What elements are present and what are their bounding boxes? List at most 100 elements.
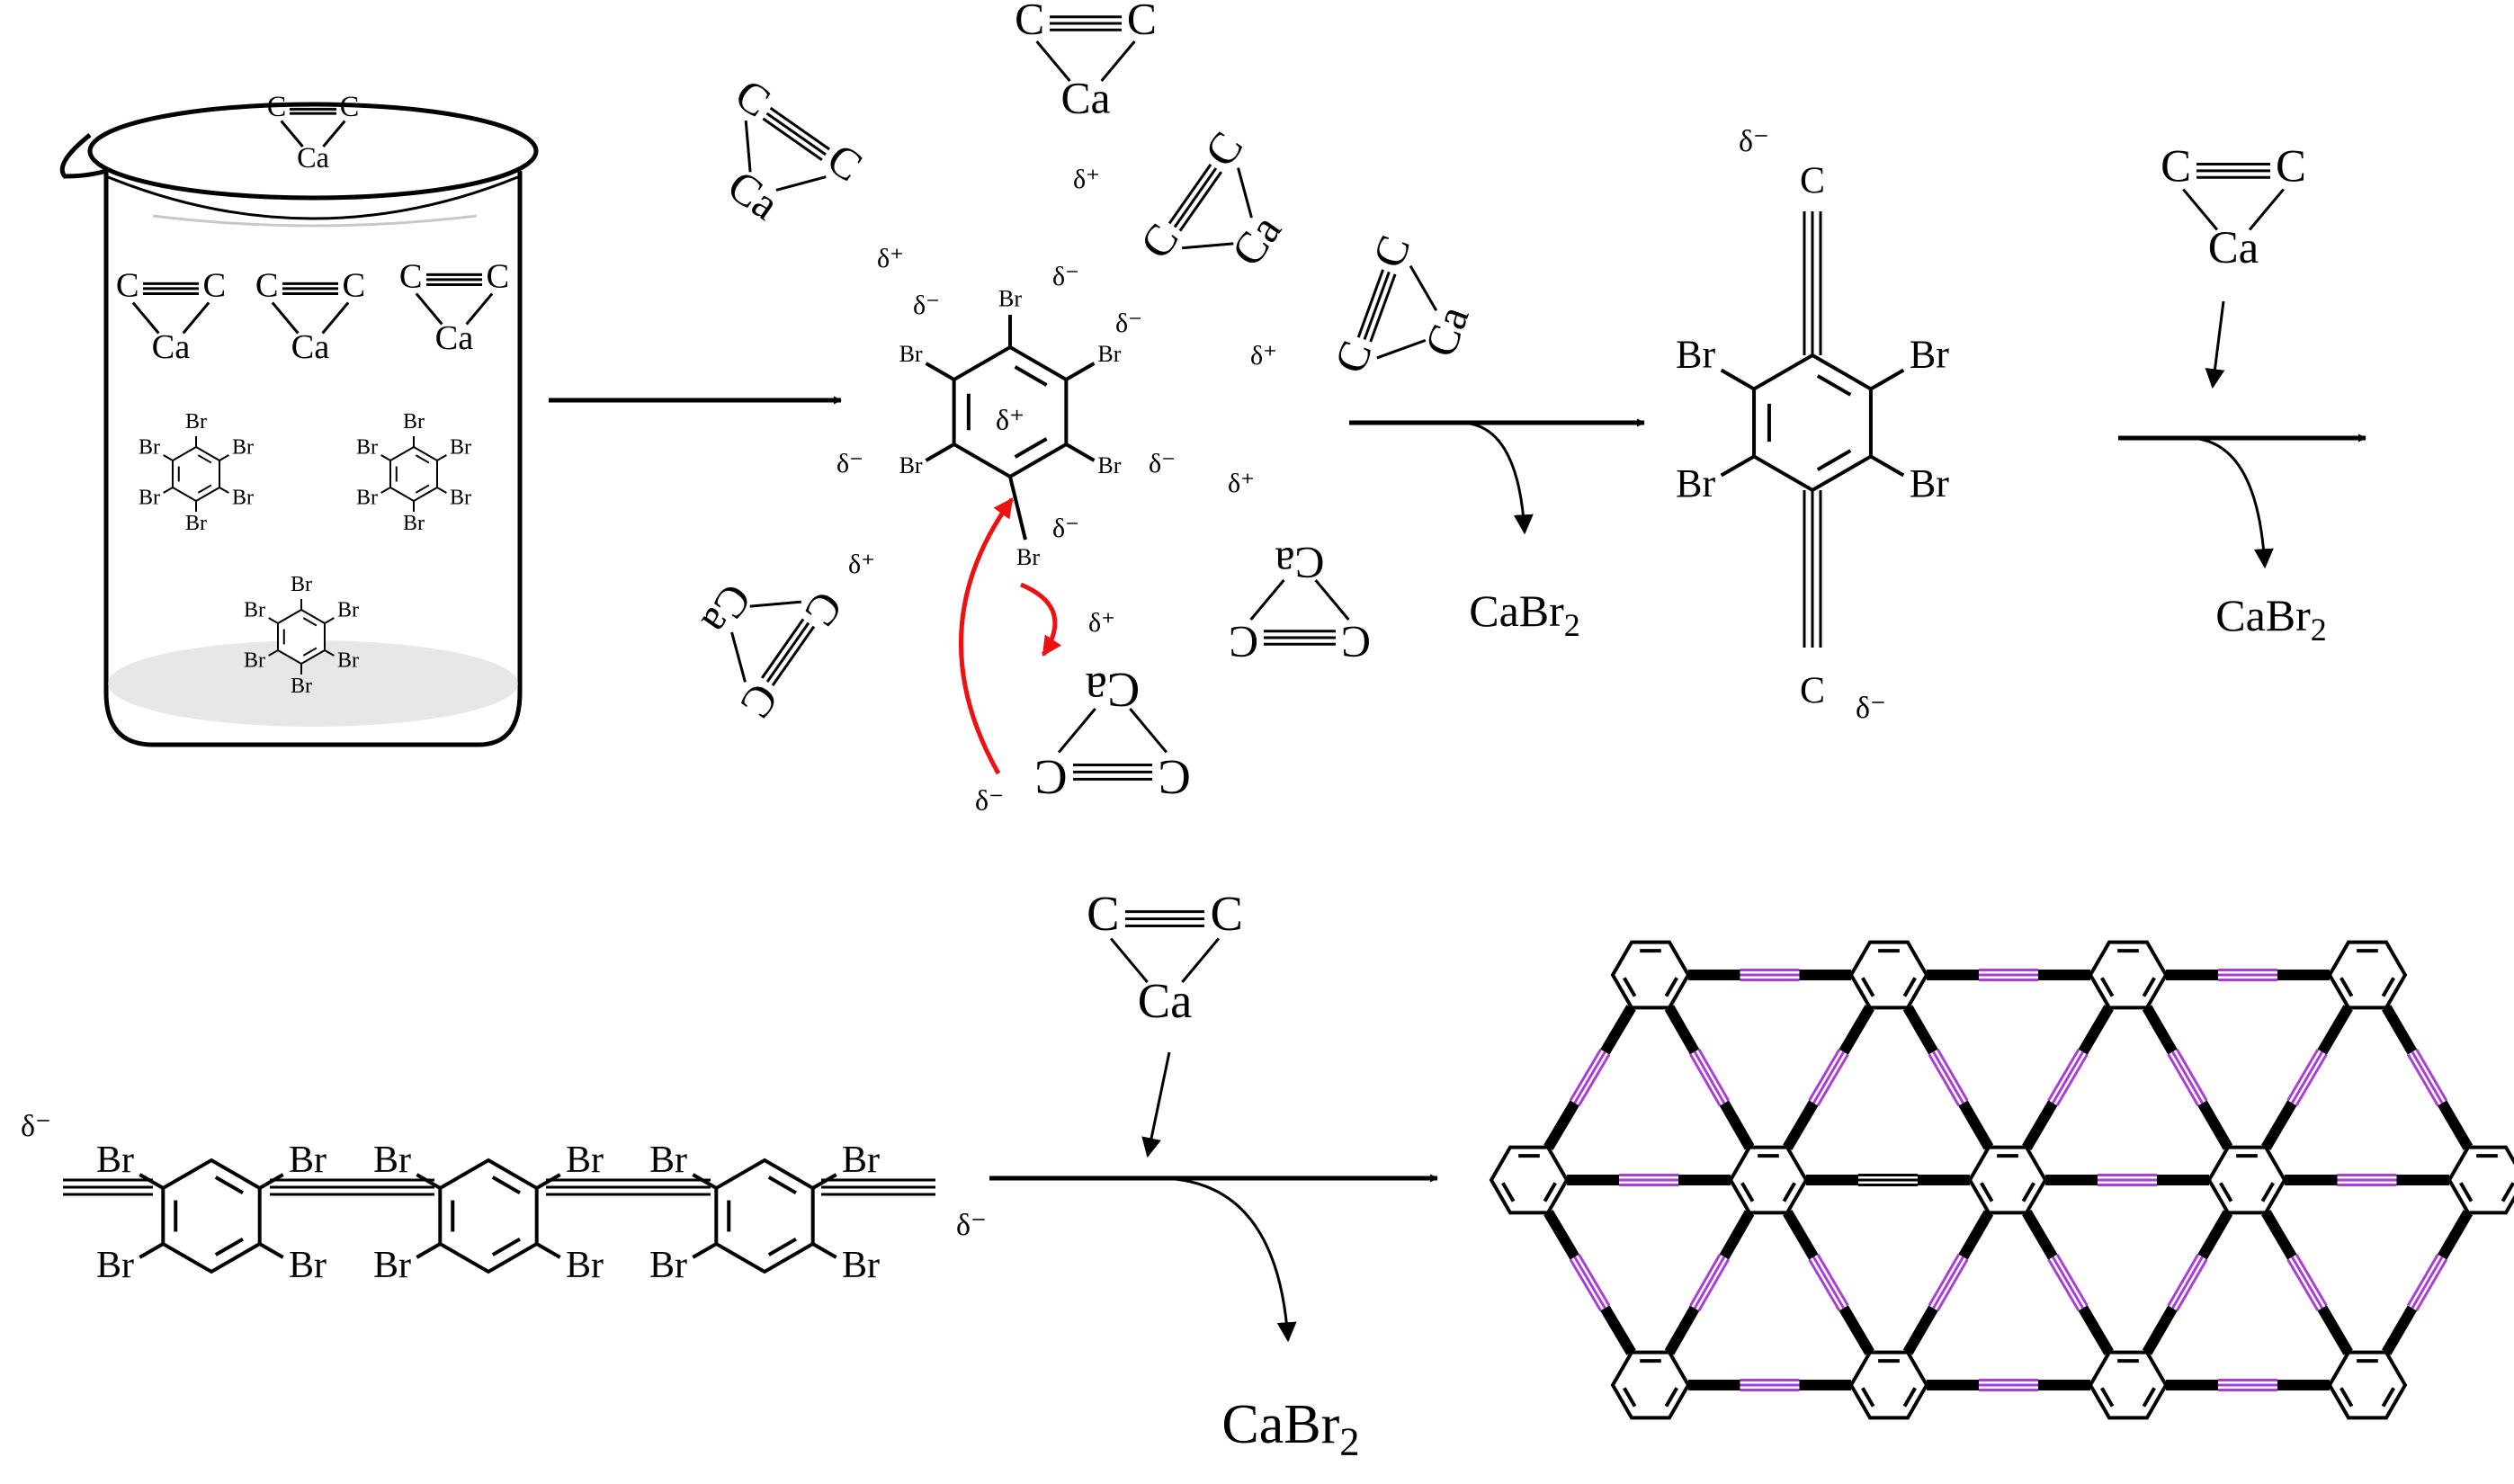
bromine-label: Br: [244, 649, 265, 673]
calcium-label: Ca: [2208, 222, 2259, 273]
network-triple-bond: [2415, 1258, 2448, 1312]
c-br-bond: [925, 443, 955, 462]
bromine-label: Br: [1910, 461, 1949, 505]
carbon-label: C: [1800, 161, 1825, 202]
aromatic-double-bond: [1740, 1182, 1755, 1202]
delta-minus-label: δ⁻: [1052, 514, 1079, 543]
network-single-bond: [2078, 1005, 2114, 1055]
aromatic-double-bond: [1623, 1387, 1637, 1408]
carbide-bond: [775, 175, 827, 192]
aromatic-double-bond: [2142, 977, 2156, 997]
delta-plus-label: δ⁺: [848, 550, 875, 579]
network-triple-bond: [1936, 1258, 1969, 1312]
network-triple-bond: [1688, 1253, 1722, 1307]
network-triple-bond: [1816, 1254, 1849, 1307]
carbide-triple-bond: [762, 117, 823, 162]
carbon-label: C: [1800, 671, 1825, 712]
aromatic-double-bond: [1980, 1182, 1994, 1202]
bromine-label: Br: [291, 675, 312, 698]
aromatic-double-bond: [1623, 977, 1637, 997]
c-br-bond: [1008, 476, 1027, 541]
aromatic-double-bond: [1816, 374, 1852, 397]
curved-arrow-cabr2-1: [1461, 421, 1534, 535]
network-single-bond: [2022, 1210, 2058, 1260]
network-triple-bond: [2415, 1048, 2448, 1102]
bromine-label: Br: [649, 1245, 687, 1286]
bromine-label: Br: [337, 649, 359, 673]
network-triple-bond: [1569, 1258, 1602, 1311]
carbide-bond: [1237, 167, 1253, 219]
calcium-label: Ca: [693, 575, 762, 644]
delta-minus-label: δ⁻: [956, 1209, 987, 1242]
aromatic-double-bond: [1014, 365, 1048, 387]
network-triple-bond: [2295, 1053, 2328, 1106]
aromatic-double-bond: [2021, 1182, 2035, 1202]
bromine-label: Br: [1676, 332, 1715, 376]
delta-plus-label: δ⁺: [1228, 469, 1255, 498]
carbon-label: C: [2161, 141, 2191, 192]
cabr2-subscript: 2: [1339, 1419, 1359, 1464]
carbide-triple-bond: [765, 621, 810, 683]
bromine-label: Br: [291, 573, 312, 596]
aromatic-double-bond: [2340, 977, 2354, 997]
bromine-label: Br: [1676, 461, 1715, 505]
aromatic-double-bond: [2100, 977, 2115, 997]
network-triple-bond: [1697, 1258, 1731, 1312]
network-triple-bond: [1688, 1053, 1722, 1107]
cabr2-main: CaBr: [2215, 590, 2311, 640]
carbon-label: C: [1341, 618, 1371, 667]
carbide-triple-bond: [1356, 269, 1384, 338]
c-br-bond: [219, 487, 229, 494]
network-single-bond: [2381, 1305, 2418, 1355]
bromine-label: Br: [139, 487, 160, 510]
aromatic-double-bond: [2381, 1387, 2395, 1408]
c-br-bond: [268, 649, 279, 657]
carbon-label: C: [1034, 750, 1067, 805]
network-triple-bond: [2175, 1258, 2208, 1312]
bromine-label: Br: [899, 452, 923, 478]
aromatic-double-bond: [302, 617, 318, 627]
carbide-bond: [280, 120, 304, 148]
cabr2-main: CaBr: [1469, 586, 1564, 636]
network-single-bond: [1958, 1100, 1994, 1150]
network-single-bond: [1600, 1305, 1636, 1355]
delta-minus-label: δ⁻: [837, 449, 863, 478]
carbide-bond: [271, 301, 300, 335]
carbide-bond: [2248, 188, 2285, 231]
network-single-bond: [1839, 1305, 1874, 1355]
curved-arrow-cabr2-2: [2189, 436, 2274, 569]
network-triple-bond: [1569, 1049, 1602, 1102]
network-single-bond: [2381, 1005, 2418, 1055]
c-br-bond: [692, 1242, 718, 1259]
carbide-bond: [1181, 937, 1220, 983]
bromine-label: Br: [403, 512, 425, 535]
c-br-bond: [416, 1242, 442, 1259]
carbon-label: C: [399, 258, 423, 296]
network-single-bond: [1958, 1210, 1994, 1260]
carbide-bond: [1182, 242, 1234, 250]
carbide-bond: [321, 301, 350, 335]
calcium-label: Ca: [719, 161, 788, 230]
carbon-label: C: [1127, 0, 1157, 43]
carbon-label: C: [1210, 886, 1242, 941]
c-br-bond: [139, 1242, 165, 1259]
carbide-triple-bond: [765, 112, 827, 156]
network-single-bond: [2317, 1005, 2353, 1055]
red-attack-arrow: [958, 497, 1015, 775]
delta-plus-label: δ⁺: [1073, 165, 1100, 194]
c-br-bond: [436, 454, 447, 461]
network-triple-bond: [2286, 1049, 2320, 1102]
network-single-bond: [1664, 1005, 1700, 1055]
carbide-triple-bond: [769, 106, 830, 151]
carbon-label: C: [730, 675, 788, 728]
network-triple-bond: [1932, 1050, 1964, 1104]
aromatic-double-bond: [1014, 437, 1048, 459]
calcium-label: Ca: [291, 328, 330, 366]
aromatic-double-bond: [2340, 1387, 2354, 1408]
carbon-label: C: [1195, 122, 1253, 175]
carbide-bond: [1376, 338, 1427, 360]
